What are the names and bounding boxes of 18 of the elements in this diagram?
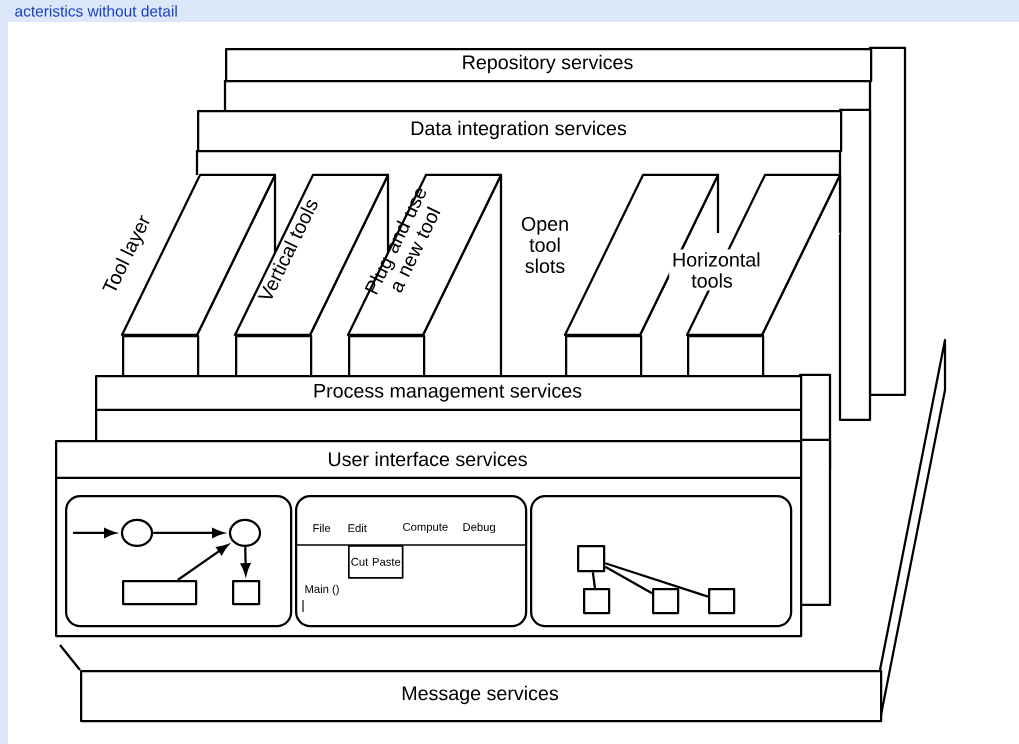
arrow [73, 528, 116, 538]
process-box [232, 580, 261, 606]
arrow [153, 528, 224, 538]
tree-box [652, 588, 680, 615]
slot-label: Open tool slots [514, 214, 576, 276]
service-layer: Message services [80, 670, 883, 723]
tree-box [583, 588, 611, 615]
popup-menu: Cut Paste [348, 545, 404, 579]
tree-box [577, 545, 606, 573]
process-box [122, 580, 198, 606]
service-layer: Repository services [225, 48, 873, 83]
slot-label: Horizontal tools [669, 249, 760, 291]
process-circle [120, 518, 154, 548]
arrow [177, 544, 229, 581]
window-panel [530, 495, 793, 628]
diagram-title: acteristics without detail [15, 5, 177, 17]
process-circle [228, 518, 262, 548]
tree-box [708, 588, 736, 615]
